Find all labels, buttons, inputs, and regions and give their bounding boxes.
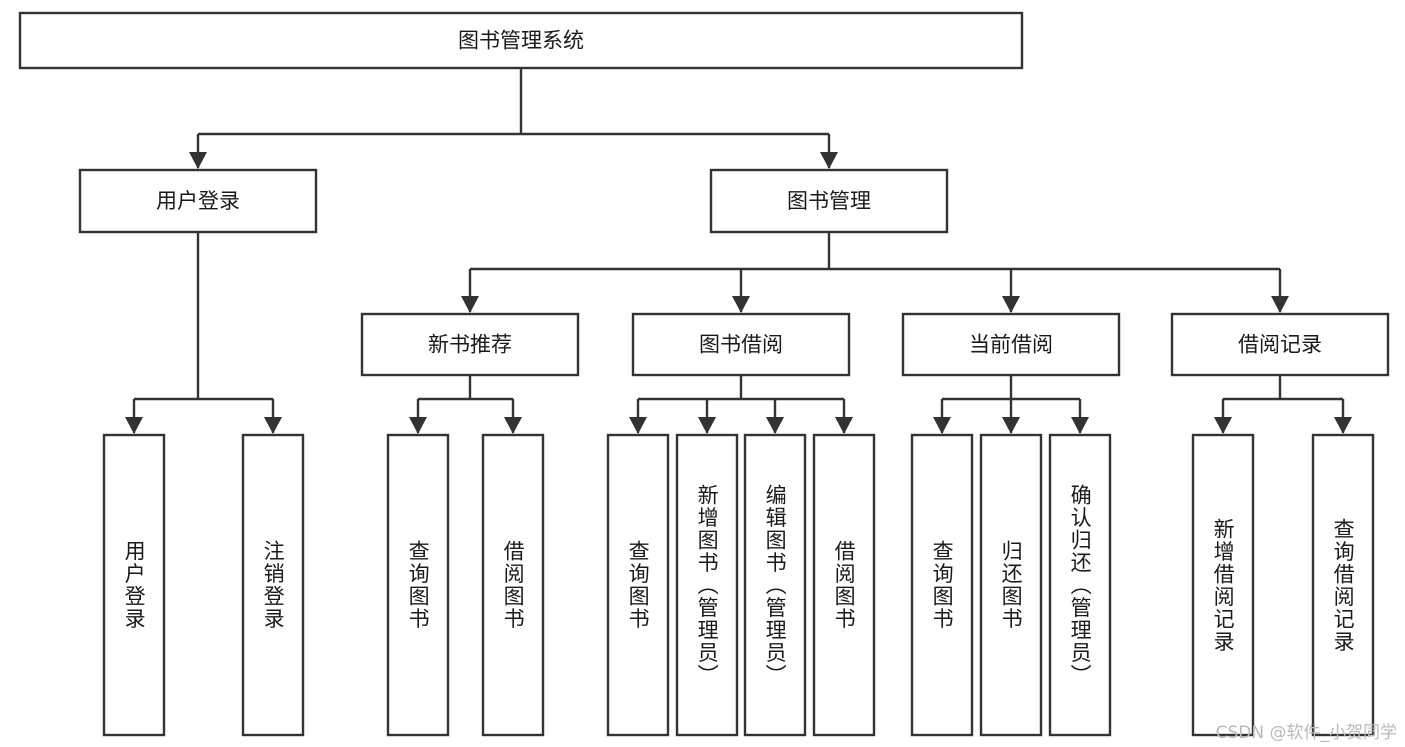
leaf-node-7 (812, 433, 876, 737)
arrow-head-icon (698, 417, 716, 434)
leaf-node-8-rect[interactable] (910, 433, 974, 737)
arrow-head-icon (766, 417, 784, 434)
leaf-node-12-rect[interactable] (1311, 433, 1375, 737)
level2-node-0-label: 用户登录 (156, 189, 240, 213)
arrow-head-icon (732, 296, 750, 313)
level3-node-1: 图书借阅 (631, 312, 851, 377)
arrow-head-icon (125, 417, 143, 434)
leaf-node-10 (1048, 433, 1112, 737)
level2-node-1: 图书管理 (709, 168, 949, 234)
arrow-head-icon (1002, 417, 1020, 434)
arrow-head-icon (1334, 417, 1352, 434)
level2-node-1-rect[interactable] (709, 168, 949, 234)
level3-node-1-label: 图书借阅 (699, 333, 783, 357)
leaf-node-9 (979, 433, 1043, 737)
arrow-head-icon (933, 417, 951, 434)
arrow-head-icon (1214, 417, 1232, 434)
leaf-node-5 (675, 433, 739, 737)
leaf-node-4-rect[interactable] (606, 433, 670, 737)
arrow-head-icon (189, 152, 207, 169)
level2-node-1-label: 图书管理 (787, 189, 871, 213)
level3-node-3: 借阅记录 (1170, 312, 1390, 377)
leaf-node-2 (386, 433, 450, 737)
root-node-图书管理系统-label: 图书管理系统 (458, 29, 584, 53)
level3-node-3-label: 借阅记录 (1238, 333, 1322, 357)
level3-node-1-rect[interactable] (631, 312, 851, 377)
leaf-node-0 (102, 433, 166, 737)
arrow-head-icon (629, 417, 647, 434)
arrow-head-icon (264, 417, 282, 434)
arrow-head-icon (1071, 417, 1089, 434)
leaf-node-12 (1311, 433, 1375, 737)
arrow-head-icon (1271, 296, 1289, 313)
leaf-node-3-rect[interactable] (481, 433, 545, 737)
arrow-head-icon (1002, 296, 1020, 313)
leaf-node-1 (241, 433, 305, 737)
leaf-node-10-rect[interactable] (1048, 433, 1112, 737)
leaf-node-6 (743, 433, 807, 737)
leaf-node-8 (910, 433, 974, 737)
arrow-head-icon (409, 417, 427, 434)
arrow-head-icon (835, 417, 853, 434)
level2-node-0: 用户登录 (78, 168, 318, 234)
root-node-图书管理系统: 图书管理系统 (18, 11, 1024, 70)
arrow-head-icon (461, 296, 479, 313)
leaf-node-11 (1191, 433, 1255, 737)
leaf-node-0-rect[interactable] (102, 433, 166, 737)
leaf-node-9-rect[interactable] (979, 433, 1043, 737)
leaf-node-6-rect[interactable] (743, 433, 807, 737)
arrow-head-icon (820, 152, 838, 169)
level3-node-2-label: 当前借阅 (969, 333, 1053, 357)
leaf-node-11-rect[interactable] (1191, 433, 1255, 737)
level2-node-0-rect[interactable] (78, 168, 318, 234)
level3-node-0-label: 新书推荐 (428, 333, 512, 357)
level3-node-3-rect[interactable] (1170, 312, 1390, 377)
root-node-图书管理系统-rect[interactable] (18, 11, 1024, 70)
leaf-node-1-rect[interactable] (241, 433, 305, 737)
leaf-node-4 (606, 433, 670, 737)
arrow-head-icon (504, 417, 522, 434)
leaf-node-7-rect[interactable] (812, 433, 876, 737)
leaf-node-3 (481, 433, 545, 737)
level3-node-0: 新书推荐 (360, 312, 580, 377)
level3-node-2: 当前借阅 (901, 312, 1121, 377)
csdn-watermark: CSDN @软件_小贺同学 (1215, 723, 1397, 743)
leaf-node-2-rect[interactable] (386, 433, 450, 737)
leaf-node-5-rect[interactable] (675, 433, 739, 737)
